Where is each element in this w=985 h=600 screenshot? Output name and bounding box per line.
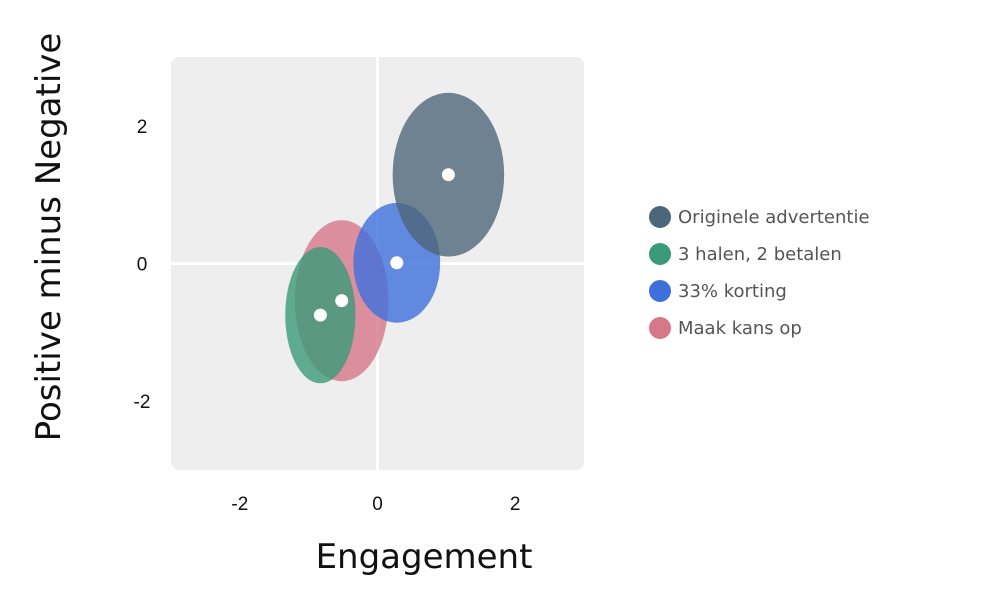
x-tick-label: 2 bbox=[510, 494, 521, 515]
legend-label: 3 halen, 2 betalen bbox=[678, 244, 842, 265]
y-tick-label: -2 bbox=[134, 392, 151, 413]
legend-swatch bbox=[649, 317, 671, 339]
x-tick-label: 0 bbox=[372, 494, 383, 515]
legend-label: Originele advertentie bbox=[678, 207, 870, 228]
center-point-1 bbox=[313, 308, 327, 322]
y-tick-label: 0 bbox=[137, 255, 148, 276]
legend-item: Originele advertentie bbox=[649, 206, 870, 228]
x-tick-label: -2 bbox=[231, 494, 248, 515]
x-axis-label: Engagement bbox=[316, 537, 533, 577]
y-axis-label: Positive minus Negative bbox=[29, 33, 69, 442]
center-point-2 bbox=[390, 256, 404, 270]
center-point-0 bbox=[335, 294, 349, 308]
legend-label: 33% korting bbox=[678, 281, 787, 302]
legend-swatch bbox=[649, 243, 671, 265]
legend-label: Maak kans op bbox=[678, 318, 802, 339]
y-tick-label: 2 bbox=[137, 117, 148, 138]
legend-item: 33% korting bbox=[649, 280, 787, 302]
center-point-3 bbox=[441, 168, 455, 182]
legend-swatch bbox=[649, 206, 671, 228]
legend-swatch bbox=[649, 280, 671, 302]
legend-item: 3 halen, 2 betalen bbox=[649, 243, 842, 265]
legend-item: Maak kans op bbox=[649, 317, 802, 339]
